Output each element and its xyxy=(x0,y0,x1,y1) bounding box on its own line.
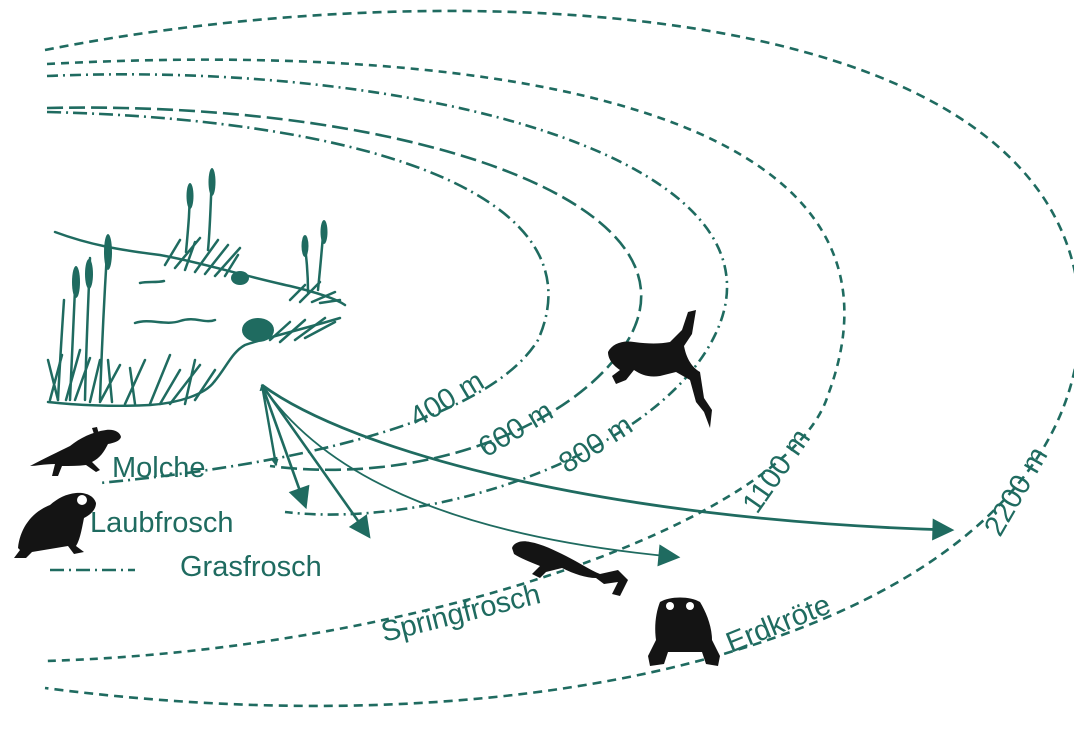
species-labels: Molche Laubfrosch Grasfrosch Springfrosc… xyxy=(90,452,835,659)
grass-frog-icon xyxy=(608,310,712,428)
migration-arrows xyxy=(262,385,950,557)
range-curve-2200m xyxy=(45,11,1074,706)
species-label-molche: Molche xyxy=(112,452,206,484)
arrow-grasfrosch xyxy=(262,385,368,535)
species-label-grasfrosch: Grasfrosch xyxy=(180,551,322,583)
species-label-springfrosch: Springfrosch xyxy=(378,578,544,648)
tree-frog-icon xyxy=(14,493,96,558)
species-label-laubfrosch: Laubfrosch xyxy=(90,507,234,539)
arrow-laubfrosch xyxy=(262,385,305,505)
pond-icon xyxy=(48,168,345,406)
distance-label-400m: 400 m xyxy=(404,365,490,434)
distance-label-2200m: 2200 m xyxy=(978,442,1054,542)
species-label-erdkroete: Erdkröte xyxy=(722,589,836,660)
arrow-erdkroete xyxy=(262,385,950,530)
range-curves xyxy=(45,11,1074,706)
distance-label-1100m: 1100 m xyxy=(737,423,817,519)
distance-label-800m: 800 m xyxy=(553,409,638,480)
range-curve-800m xyxy=(47,74,727,514)
toad-icon xyxy=(648,598,720,667)
newt-icon xyxy=(30,427,121,476)
distance-label-600m: 600 m xyxy=(473,395,559,464)
